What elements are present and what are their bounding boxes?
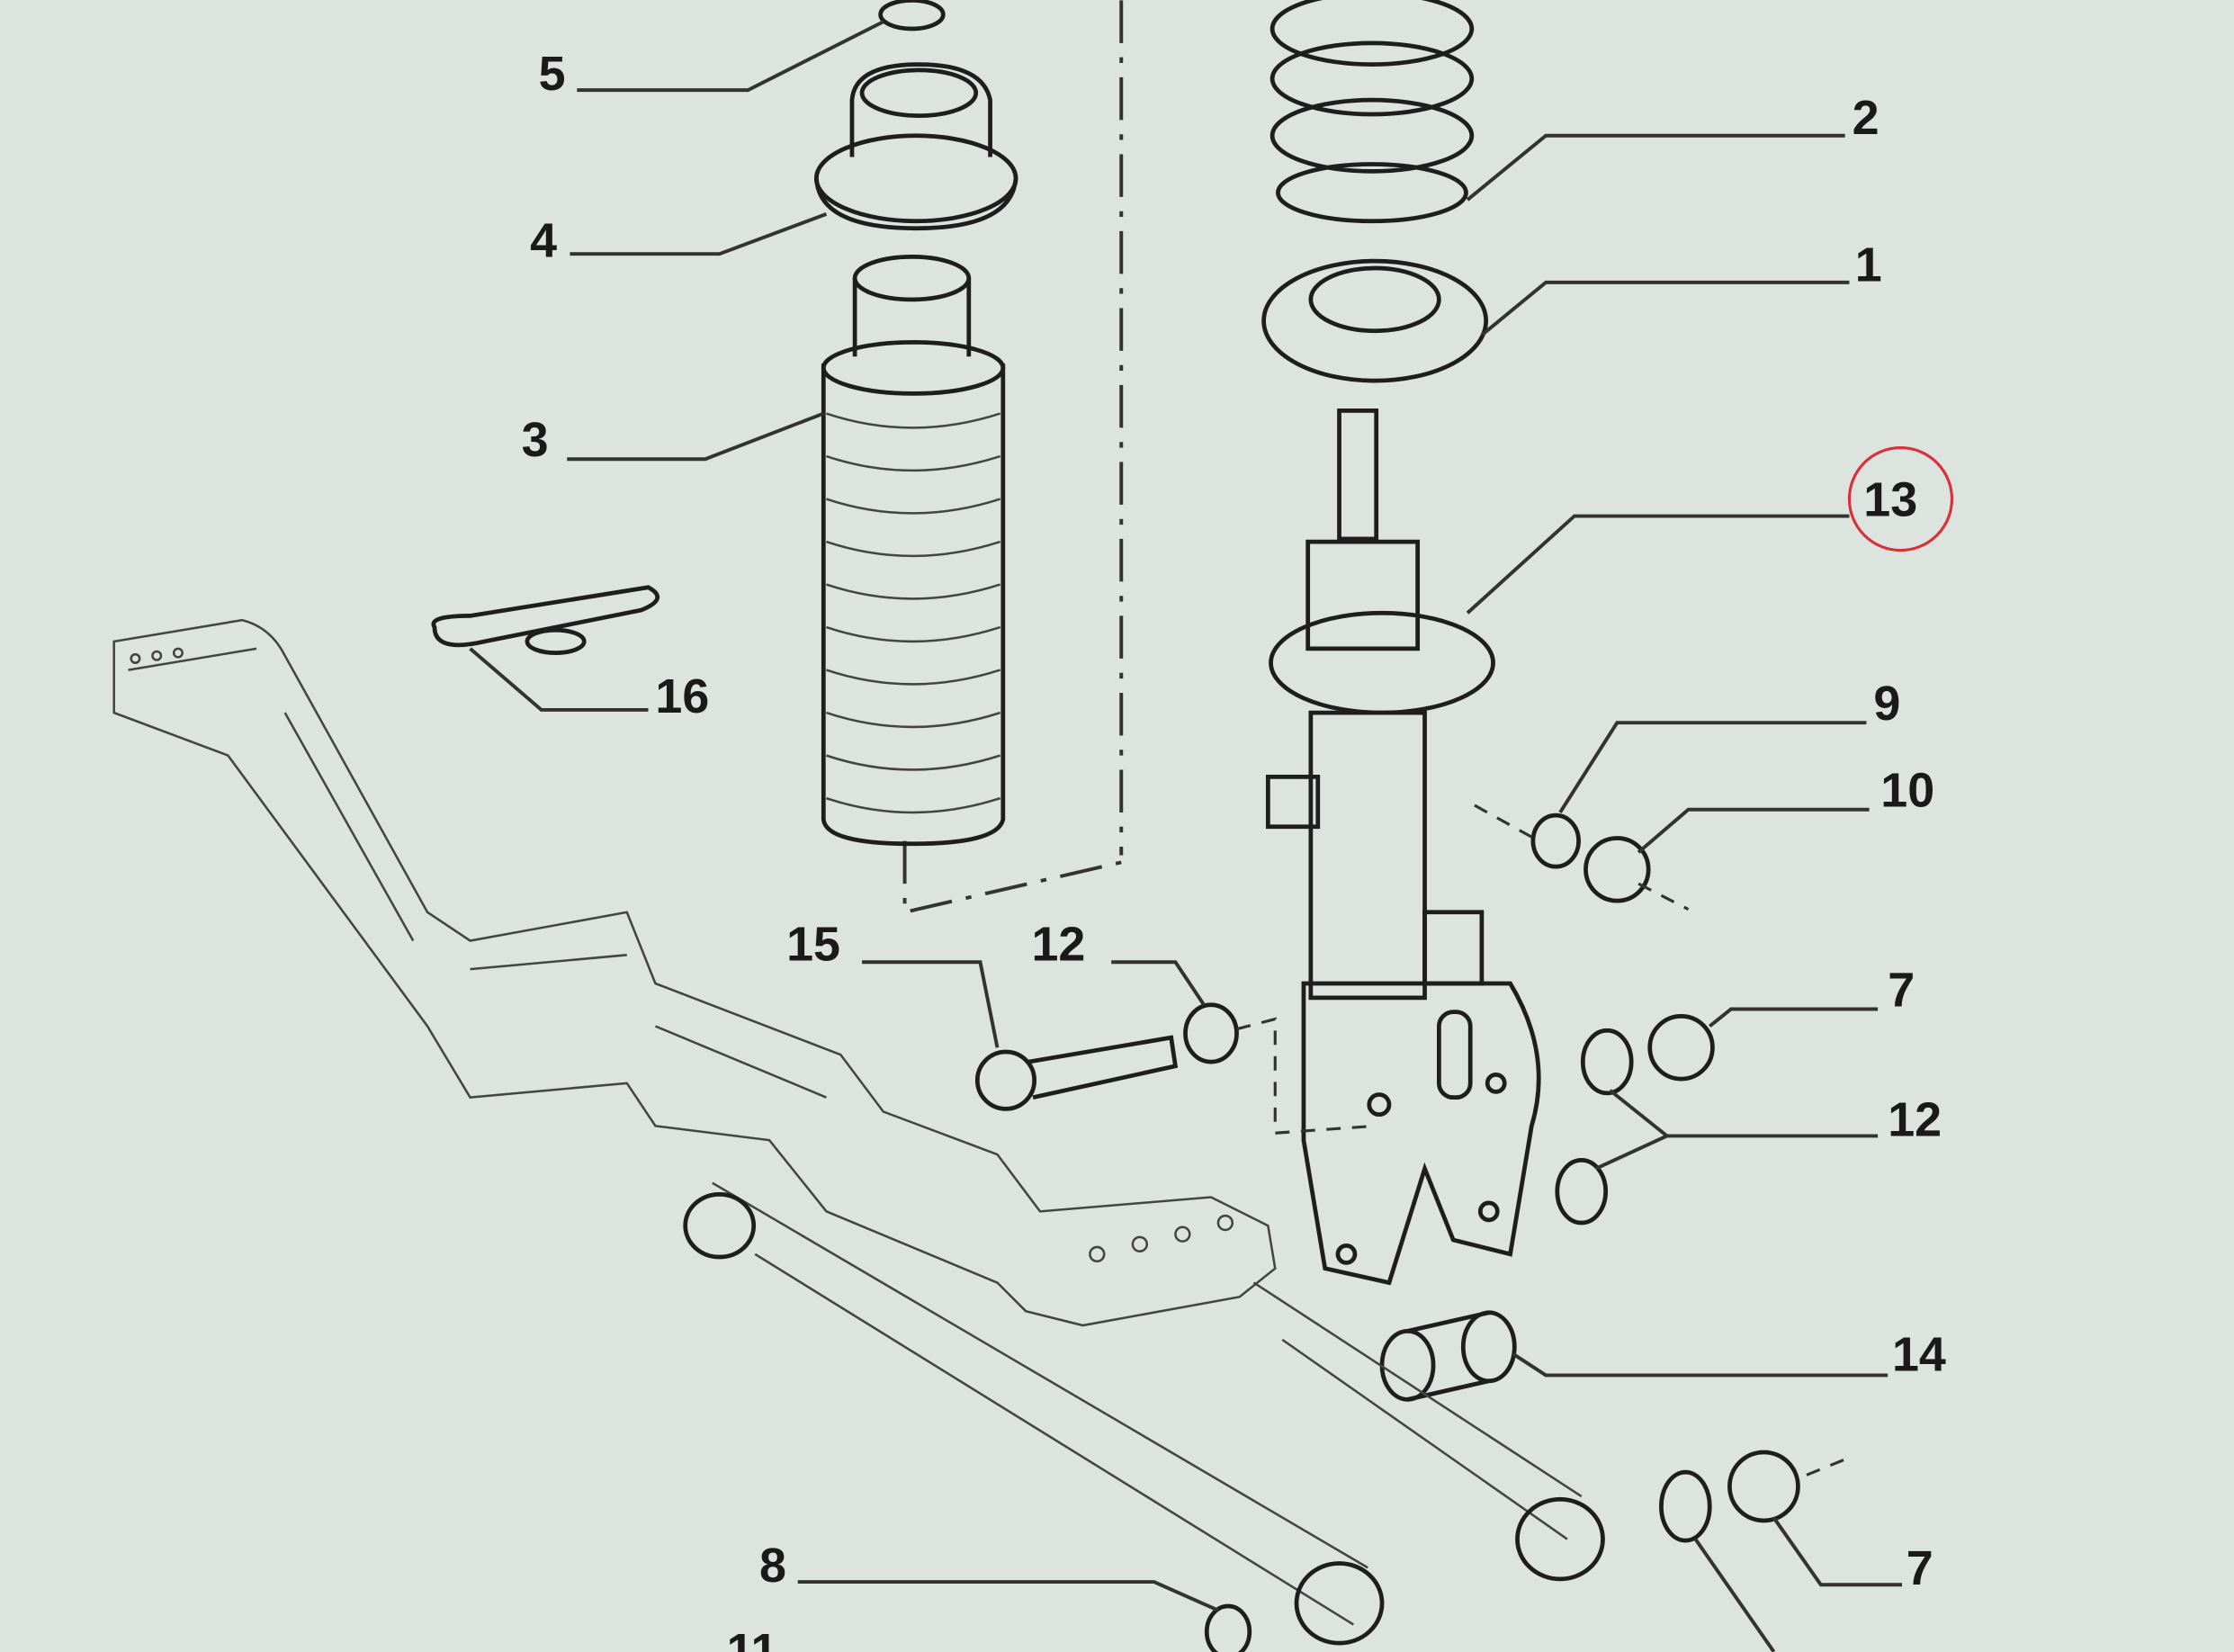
callout-10: 10 xyxy=(1880,764,1934,818)
part-12-washer-upper xyxy=(1183,1002,1239,1064)
part-7-nut-lower xyxy=(1727,1450,1800,1523)
part-7-nut-upper xyxy=(1647,1014,1715,1082)
callout-7-upper: 7 xyxy=(1888,963,1915,1017)
callout-2: 2 xyxy=(1853,91,1880,145)
callout-14: 14 xyxy=(1892,1328,1946,1382)
callout-13: 13 xyxy=(1863,473,1917,527)
callout-7-lower: 7 xyxy=(1907,1541,1933,1595)
callout-4: 4 xyxy=(530,213,557,267)
part-13-strut xyxy=(1265,409,1541,1286)
part-14-bushing xyxy=(1379,1310,1517,1402)
callout-5: 5 xyxy=(539,47,566,101)
highlight-circle xyxy=(1847,445,1954,552)
part-12-washer-b xyxy=(1555,1157,1609,1226)
callout-16: 16 xyxy=(655,669,709,723)
callout-12-lower: 12 xyxy=(1888,1092,1942,1146)
part-10-nut xyxy=(1584,836,1651,903)
callout-9: 9 xyxy=(1873,677,1900,731)
part-9-washer xyxy=(1530,813,1581,869)
callout-3: 3 xyxy=(522,413,549,467)
part-3-boot xyxy=(821,254,1006,847)
washer-lower xyxy=(1659,1469,1712,1543)
part-16-clip xyxy=(431,585,659,655)
part-4-mount xyxy=(813,62,1018,231)
axis-line-lower xyxy=(902,840,1122,915)
part-15-bolt xyxy=(974,1035,1179,1111)
callout-11: 11 xyxy=(727,1624,778,1652)
part-2-spring xyxy=(1270,0,1475,224)
leader-lines xyxy=(469,20,1903,1652)
callout-8: 8 xyxy=(759,1539,786,1593)
callout-1: 1 xyxy=(1855,238,1882,292)
part-8-washer xyxy=(1204,1603,1252,1652)
part-12-washer-a xyxy=(1580,1028,1634,1096)
part-5-washer xyxy=(878,0,946,31)
part-1-spring-seat xyxy=(1261,258,1489,383)
callout-15: 15 xyxy=(786,918,840,972)
callout-12-upper: 12 xyxy=(1031,918,1085,972)
rear-axle-crossmember xyxy=(112,618,1605,1646)
